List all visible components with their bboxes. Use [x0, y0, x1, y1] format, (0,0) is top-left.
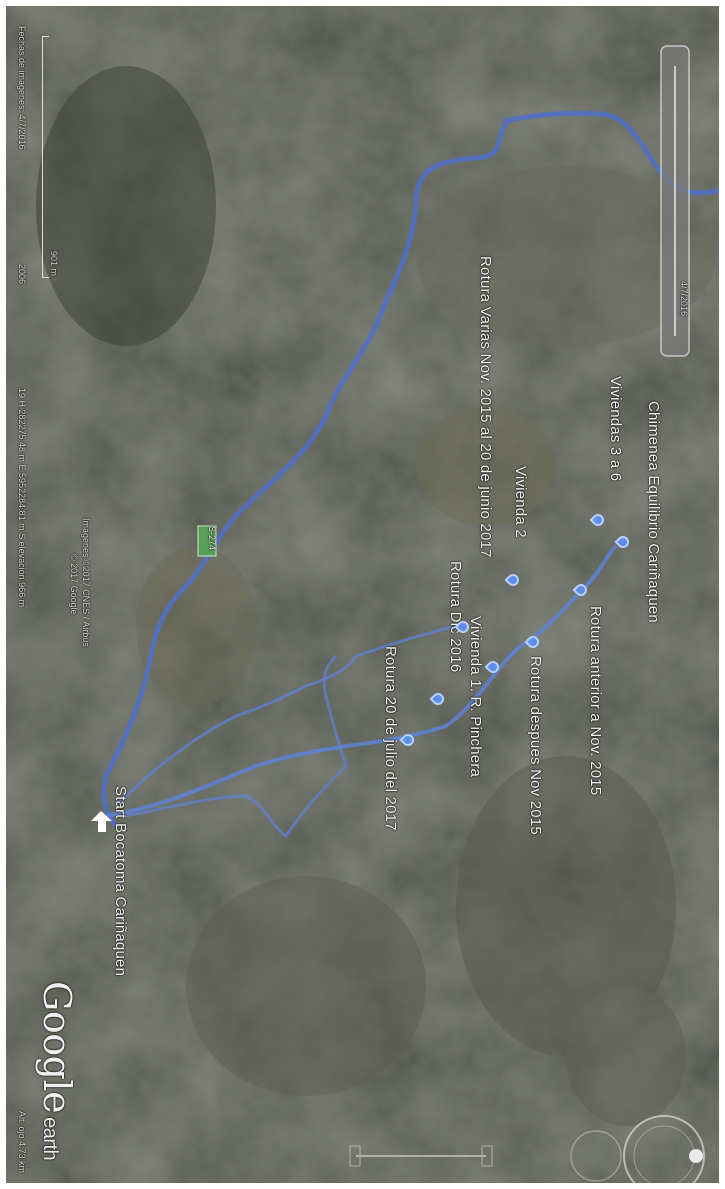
map-view[interactable]: Chimenea Equilibrio Cariñaquen Viviendas… — [6, 6, 719, 1183]
imagery-attribution: Imágenes ©2017 CNES / Airbus — [81, 518, 91, 647]
scale-label: 901 m — [49, 251, 59, 277]
label-rotura-anterior[interactable]: Rotura anterior a Nov. 2015 — [587, 606, 604, 796]
label-vivienda-1[interactable]: Vivienda 1. R. Pinchera — [467, 616, 484, 778]
pin-rotura-varias[interactable] — [429, 690, 447, 708]
copyright: © 2017 Google — [69, 554, 79, 615]
google-earth-logo: Googleearth — [35, 981, 79, 1161]
pin-viviendas-3-6[interactable] — [589, 511, 607, 529]
scale-bar — [42, 36, 49, 278]
start-arrow-icon — [91, 811, 112, 832]
rotated-labels: Chimenea Equilibrio Cariñaquen Viviendas… — [6, 6, 719, 1183]
label-rotura-20-julio[interactable]: Rotura 20 de julio del 2017 — [382, 646, 399, 831]
pipeline-branch-b — [125, 654, 348, 839]
terrain-patches — [36, 66, 716, 1126]
navigation-control[interactable] — [570, 1115, 705, 1183]
river — [101, 110, 719, 828]
pipeline-branch-a — [114, 624, 457, 808]
pin-rotura-dic[interactable] — [484, 658, 502, 676]
label-rotura-dic[interactable]: Rotura Dic 2016 — [447, 561, 464, 673]
imagery-date: Fechas de imágenes: 4/7/2016 — [17, 26, 27, 150]
road-badge — [197, 525, 217, 557]
pin-rotura-anterior[interactable] — [572, 581, 590, 599]
pin-rotura-despues[interactable] — [524, 633, 542, 651]
satellite-imagery — [6, 6, 719, 1183]
eye-altitude: Alt. ojo 4.73 km — [17, 1111, 27, 1174]
label-start-bocatoma[interactable]: Start Bocatoma Cariñaquen — [112, 786, 129, 977]
imagery-year[interactable]: 2006 — [17, 264, 27, 285]
pin-rotura-20-julio[interactable] — [399, 731, 417, 749]
zoom-slider[interactable] — [349, 1145, 493, 1167]
label-vivienda-2[interactable]: Vivienda 2 — [512, 466, 529, 538]
label-rotura-varias[interactable]: Rotura Varias Nov. 2015 al 20 de junio 2… — [477, 256, 494, 558]
label-chimenea[interactable]: Chimenea Equilibrio Cariñaquen — [645, 401, 662, 623]
pin-chimenea[interactable] — [614, 533, 632, 551]
time-slider[interactable] — [660, 45, 690, 357]
pin-vivienda-2[interactable] — [504, 571, 522, 589]
road-badge-label: S-274 — [207, 526, 217, 551]
time-slider-label: 4/7/2016 — [679, 281, 689, 317]
label-rotura-despues[interactable]: Rotura despues Nov 2015 — [527, 656, 544, 835]
coordinates-readout: 19 H 282275.48 m E 5952284.81 m S elevac… — [17, 388, 27, 608]
label-viviendas-3-6[interactable]: Viviendas 3 a 6 — [607, 376, 624, 482]
